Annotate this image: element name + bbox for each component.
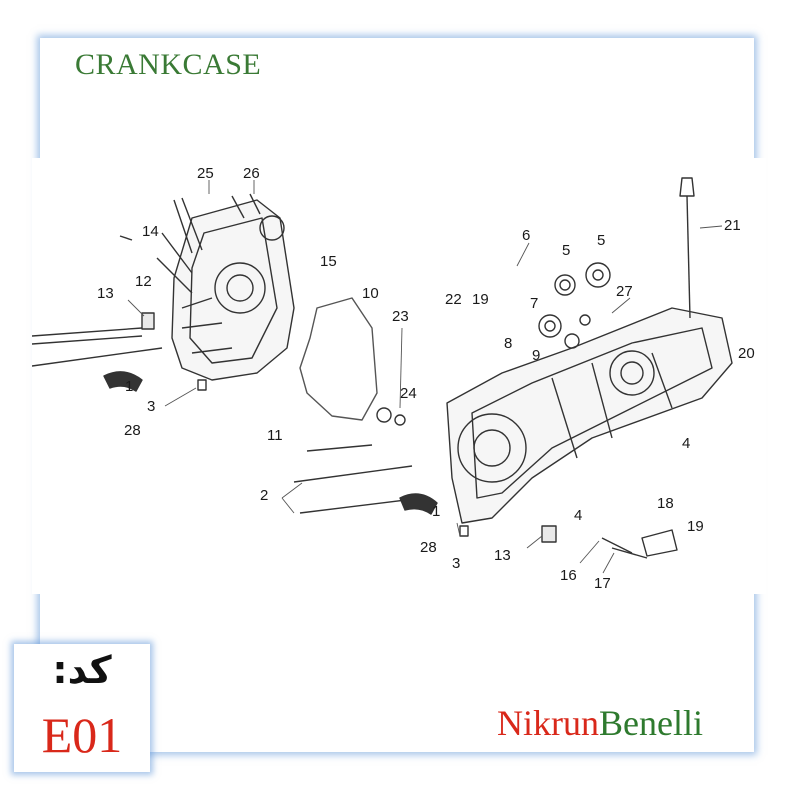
callout-21: 21 xyxy=(724,217,741,234)
callout-9: 9 xyxy=(532,347,540,364)
callout-4-mid: 4 xyxy=(574,507,582,524)
callout-3-left: 3 xyxy=(147,398,155,415)
page-title: CRANKCASE xyxy=(75,48,262,81)
callout-14: 14 xyxy=(142,223,159,240)
callout-1-right: 1 xyxy=(432,503,440,520)
callout-22: 22 xyxy=(445,291,462,308)
callout-7: 7 xyxy=(530,295,538,312)
bearings xyxy=(376,262,611,426)
callout-13-left: 13 xyxy=(97,285,114,302)
callout-19-top: 19 xyxy=(472,291,489,308)
callout-11: 11 xyxy=(267,427,283,444)
dipstick xyxy=(679,177,695,319)
callout-26: 26 xyxy=(243,165,260,182)
callout-20: 20 xyxy=(738,345,755,362)
callout-15: 15 xyxy=(320,253,337,270)
callout-5-left: 5 xyxy=(562,242,570,259)
callout-5-right: 5 xyxy=(597,232,605,249)
callout-13-right: 13 xyxy=(494,547,511,564)
part-code-value: E01 xyxy=(41,707,123,763)
oil-seal-right xyxy=(399,493,438,515)
callout-28-left: 28 xyxy=(124,422,141,439)
callout-3-right: 3 xyxy=(452,555,460,572)
callout-17: 17 xyxy=(594,575,611,592)
callout-27: 27 xyxy=(616,283,633,300)
callout-19-bottom: 19 xyxy=(687,518,704,535)
callout-28-right: 28 xyxy=(420,539,437,556)
callout-25: 25 xyxy=(197,165,214,182)
exploded-diagram: 25 26 14 12 13 1 28 3 15 10 23 24 11 2 2… xyxy=(32,158,766,594)
callout-24: 24 xyxy=(400,385,417,402)
right-crankcase-half xyxy=(446,307,733,524)
oil-seal-left xyxy=(103,371,143,392)
callout-18: 18 xyxy=(657,495,674,512)
brand-part2: Benelli xyxy=(599,703,703,743)
callout-12: 12 xyxy=(135,273,152,290)
callout-8: 8 xyxy=(504,335,512,352)
brand-part1: Nikrun xyxy=(497,703,599,743)
crankcase-drawing: 25 26 14 12 13 1 28 3 15 10 23 24 11 2 2… xyxy=(32,165,755,592)
callout-1-left: 1 xyxy=(125,378,133,395)
gasket xyxy=(299,297,378,421)
brand-logo: NikrunBenelli xyxy=(497,702,703,744)
callout-6: 6 xyxy=(522,227,530,244)
stud-bolts xyxy=(32,193,261,367)
callout-16: 16 xyxy=(560,567,577,584)
left-crankcase-half xyxy=(171,199,295,381)
callout-2: 2 xyxy=(260,487,268,504)
callout-4-right: 4 xyxy=(682,435,690,452)
callout-10: 10 xyxy=(362,285,379,302)
part-code-label: کد: xyxy=(52,648,112,692)
part-code-box: کد: E01 xyxy=(14,644,150,772)
callout-23: 23 xyxy=(392,308,409,325)
